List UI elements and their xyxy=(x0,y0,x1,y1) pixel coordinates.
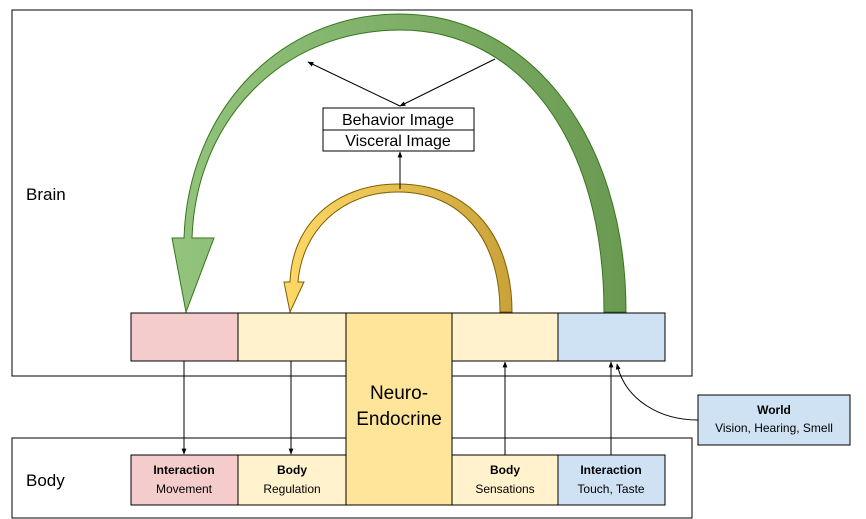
green-right-to-image-arrow xyxy=(399,58,496,107)
visceral-image-box xyxy=(322,129,475,152)
brain-touch-box xyxy=(557,312,666,362)
green-feedback-arrow xyxy=(171,13,627,314)
world-subtitle: Vision, Hearing, Smell xyxy=(715,421,833,435)
interaction-touch-subtitle: Touch, Taste xyxy=(577,482,644,496)
body-sensations-title: Body xyxy=(490,463,520,477)
body-regulation-title: Body xyxy=(277,463,307,477)
interaction-touch-title: Interaction xyxy=(580,463,641,477)
behavior-image-label: Behavior Image xyxy=(342,112,454,129)
brain-sensations-box xyxy=(451,312,559,362)
visceral-image-label: Visceral Image xyxy=(345,133,451,150)
neuro-label-line2: Endocrine xyxy=(356,409,442,430)
body-regulation-box xyxy=(237,454,347,506)
neuro-label-line1: Neuro- xyxy=(370,383,428,404)
world-box xyxy=(697,394,851,446)
world-title: World xyxy=(757,403,791,417)
interaction-movement-title: Interaction xyxy=(153,463,214,477)
image-to-green-left-arrow xyxy=(307,61,401,107)
interaction-movement-subtitle: Movement xyxy=(156,482,213,496)
body-sensations-subtitle: Sensations xyxy=(475,482,534,496)
yellow-feedback-arrow xyxy=(283,183,513,314)
brain-regulation-box xyxy=(237,312,347,362)
neuro-endocrine-box xyxy=(345,312,453,506)
body-regulation-subtitle: Regulation xyxy=(263,482,320,496)
interaction-movement-box xyxy=(130,454,239,506)
brain-label: Brain xyxy=(26,185,66,204)
world-to-brain-arrow xyxy=(615,363,699,421)
brain-movement-box xyxy=(130,312,239,362)
body-label: Body xyxy=(26,471,65,490)
